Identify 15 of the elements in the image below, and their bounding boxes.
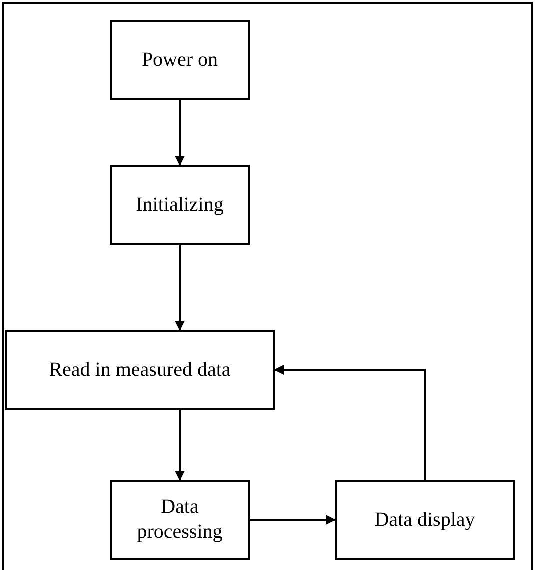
box-label: Initializing xyxy=(136,192,224,218)
box-label: Read in measured data xyxy=(49,358,231,382)
arrow xyxy=(274,365,426,480)
box-label: Data display xyxy=(374,508,476,532)
arrow xyxy=(175,245,185,331)
box-label: Power on xyxy=(142,48,218,72)
process-box xyxy=(5,330,275,410)
arrow xyxy=(250,515,336,525)
process-box xyxy=(110,20,250,100)
box-label: Data processing xyxy=(136,495,224,545)
process-box xyxy=(110,480,250,560)
arrow xyxy=(175,100,185,166)
process-box xyxy=(335,480,515,560)
arrow xyxy=(175,410,185,481)
process-box xyxy=(110,165,250,245)
